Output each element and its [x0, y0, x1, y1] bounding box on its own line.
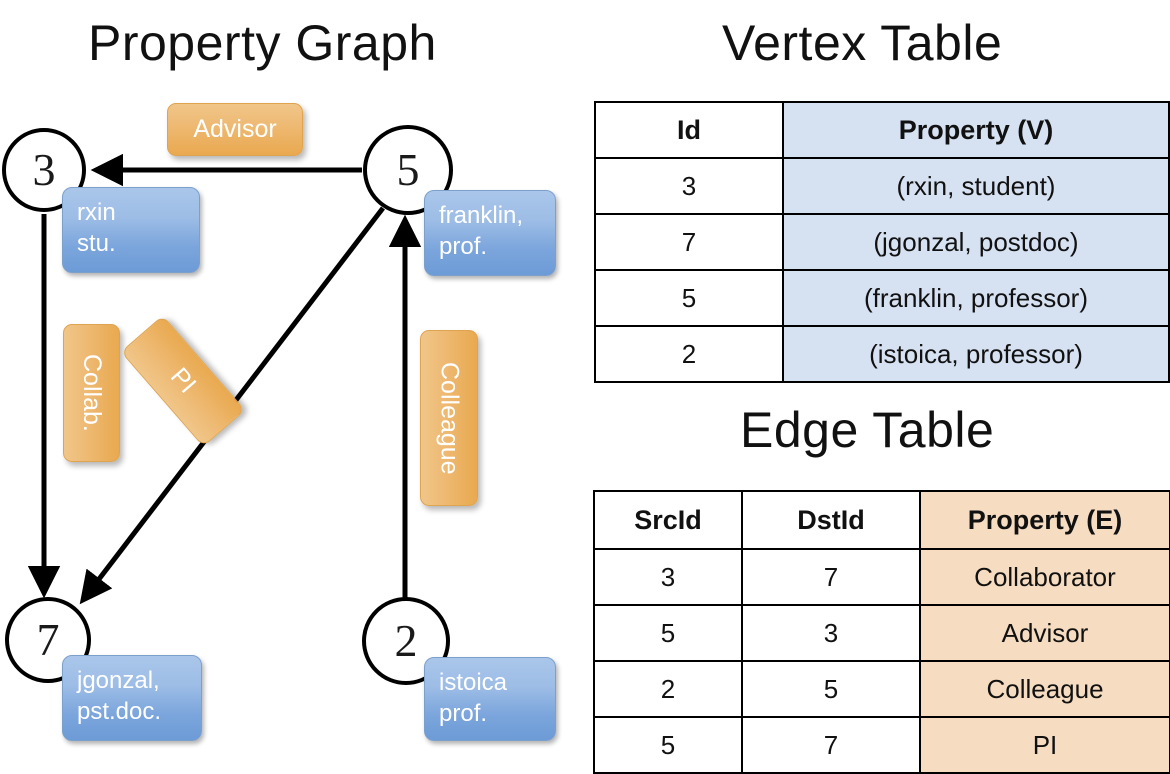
edge-label-colleague: Colleague [420, 330, 478, 506]
edge-row-1-src: 5 [593, 604, 743, 662]
edge-table: SrcId DstId Property (E) 3 7 Collaborato… [593, 490, 1170, 774]
table-row[interactable]: 2 (istoica, professor) [594, 325, 1170, 383]
vertex-row-0-id: 3 [594, 157, 784, 215]
edge-row-0-dst: 7 [741, 548, 921, 606]
vertex-row-3-id: 2 [594, 325, 784, 383]
table-row[interactable]: 7 (jgonzal, postdoc) [594, 213, 1170, 271]
edge-table-header-dstid: DstId [741, 490, 921, 550]
edge-row-2-src: 2 [593, 660, 743, 718]
edge-label-advisor-text: Advisor [193, 115, 277, 143]
graph-node-2-label: 2 [394, 615, 418, 666]
graph-node-2-property-line1: istoica [439, 669, 508, 696]
table-row[interactable]: 3 (rxin, student) [594, 157, 1170, 215]
edge-label-advisor: Advisor [167, 103, 303, 156]
page-title-property-graph: Property Graph [88, 15, 437, 71]
edge-row-2-property: Colleague [919, 660, 1170, 718]
graph-node-5-property-box: franklin, prof. [424, 190, 556, 276]
edge-table-header-row: SrcId DstId Property (E) [593, 490, 1170, 550]
vertex-table-header-property: Property (V) [782, 101, 1170, 159]
graph-node-2[interactable]: 2 [362, 597, 450, 685]
table-row[interactable]: 5 (franklin, professor) [594, 269, 1170, 327]
edge-label-collab-text: Collab. [78, 354, 106, 432]
graph-node-3-property-line1: rxin [77, 199, 116, 226]
graph-node-3-property-box: rxin stu. [62, 187, 200, 273]
graph-node-7-property-box: jgonzal, pst.doc. [62, 655, 202, 741]
edge-row-1-property: Advisor [919, 604, 1170, 662]
vertex-table-header-row: Id Property (V) [594, 101, 1170, 159]
vertex-row-0-property: (rxin, student) [782, 157, 1170, 215]
graph-node-2-property-box: istoica prof. [424, 657, 556, 741]
edge-row-2-dst: 5 [741, 660, 921, 718]
graph-node-7-property-line2: pst.doc. [77, 697, 162, 725]
table-row[interactable]: 2 5 Colleague [593, 660, 1170, 718]
graph-node-5-label: 5 [396, 144, 420, 195]
edge-table-header-property: Property (E) [919, 490, 1170, 550]
vertex-row-2-id: 5 [594, 269, 784, 327]
graph-node-5-property-line1: franklin, [439, 202, 524, 229]
table-row[interactable]: 5 3 Advisor [593, 604, 1170, 662]
edge-row-0-property: Collaborator [919, 548, 1170, 606]
edge-label-collab: Collab. [63, 324, 120, 462]
graph-node-3-property-line2: stu. [77, 229, 116, 257]
graph-node-7-property-line1: jgonzal, [77, 667, 160, 694]
vertex-row-1-id: 7 [594, 213, 784, 271]
edge-row-0-src: 3 [593, 548, 743, 606]
graph-node-2-property-line2: prof. [439, 699, 488, 727]
edge-row-1-dst: 3 [741, 604, 921, 662]
graph-node-3-label: 3 [32, 144, 56, 195]
vertex-row-3-property: (istoica, professor) [782, 325, 1170, 383]
edge-row-3-src: 5 [593, 716, 743, 774]
edge-row-3-dst: 7 [741, 716, 921, 774]
vertex-row-1-property: (jgonzal, postdoc) [782, 213, 1170, 271]
vertex-table-header-id: Id [594, 101, 784, 159]
table-row[interactable]: 3 7 Collaborator [593, 548, 1170, 606]
graph-node-5-property-line2: prof. [439, 232, 488, 260]
graph-node-7-label: 7 [36, 614, 60, 665]
edge-table-header-srcid: SrcId [593, 490, 743, 550]
page-title-vertex-table: Vertex Table [722, 15, 1003, 71]
vertex-row-2-property: (franklin, professor) [782, 269, 1170, 327]
table-row[interactable]: 5 7 PI [593, 716, 1170, 774]
edge-row-3-property: PI [919, 716, 1170, 774]
edge-label-colleague-text: Colleague [435, 361, 464, 475]
page-title-edge-table: Edge Table [740, 402, 995, 458]
vertex-table: Id Property (V) 3 (rxin, student) 7 (jgo… [594, 101, 1170, 383]
edge-label-pi-text: PI [165, 362, 202, 399]
graph-node-5[interactable]: 5 [363, 125, 453, 215]
